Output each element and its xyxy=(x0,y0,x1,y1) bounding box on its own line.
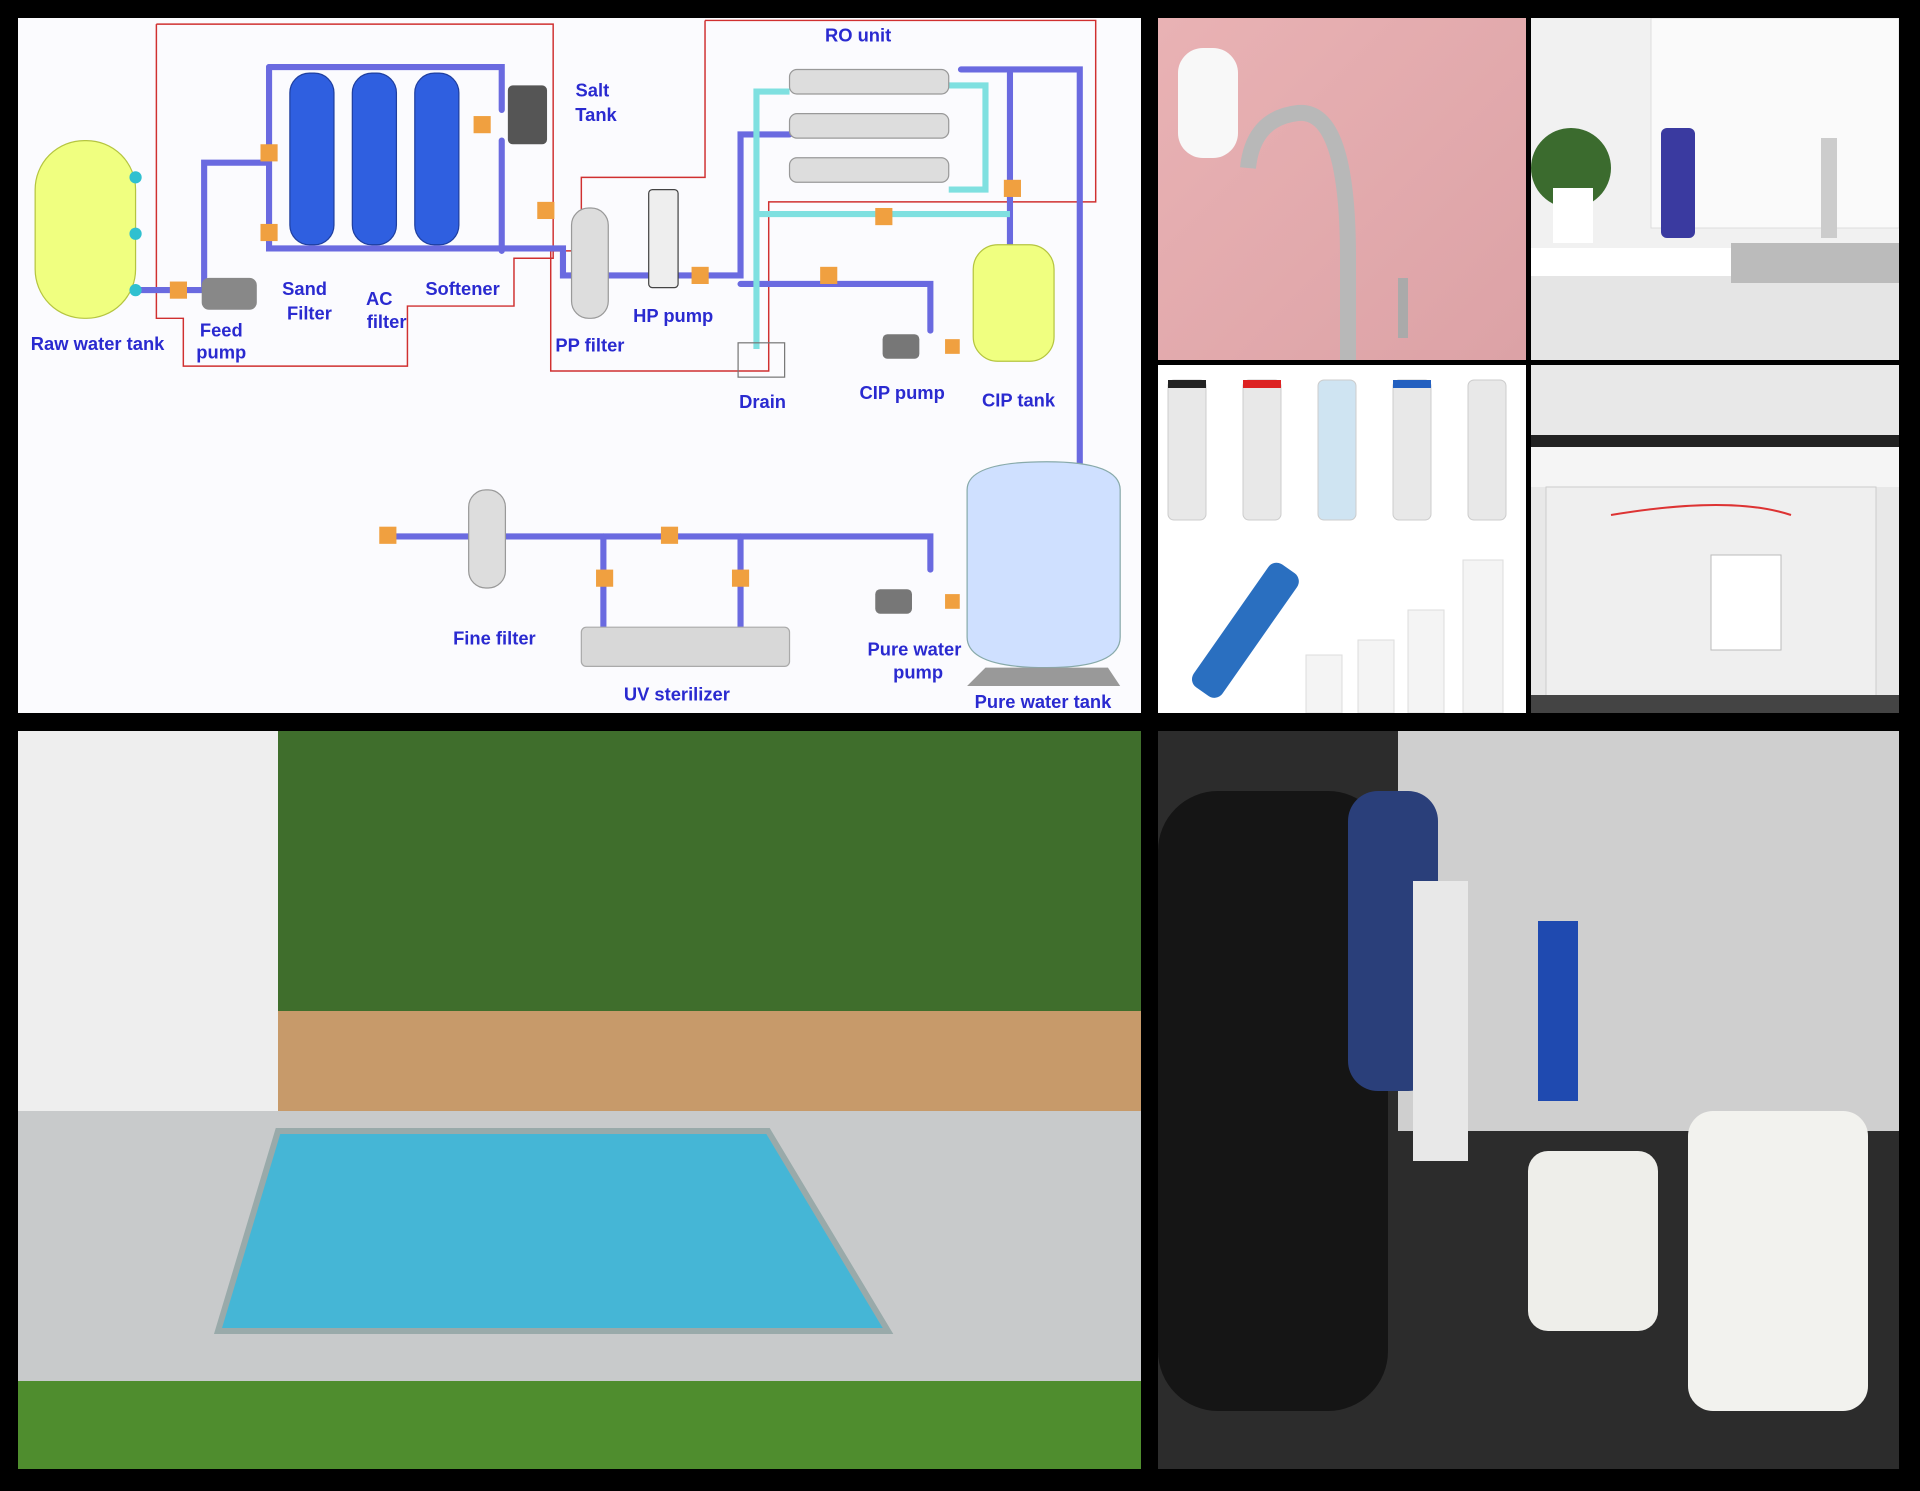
valves xyxy=(169,116,1021,609)
label-pure-water-pump: pump xyxy=(893,662,943,683)
label-raw-water-tank: Raw water tank xyxy=(31,333,165,354)
ro-membranes xyxy=(788,68,950,183)
label-pp-filter: PP filter xyxy=(555,334,624,355)
label-ro-unit: RO unit xyxy=(825,24,891,45)
filter-vessels xyxy=(289,72,460,246)
label-feed-pump: Feed xyxy=(200,320,243,341)
label-salt-tank: Salt xyxy=(576,79,610,100)
label-ac-filter: filter xyxy=(367,311,407,332)
label-sand-filter: Sand xyxy=(282,278,327,299)
hp-pump xyxy=(648,188,679,289)
label-cip-pump: CIP pump xyxy=(860,382,945,403)
water-treatment-process-diagram: Raw water tank Feed pump Sand Filter AC … xyxy=(18,18,1141,713)
photo-faucet-filter xyxy=(1158,18,1526,360)
cip-tank xyxy=(972,244,1055,362)
photo-filter-cartridges xyxy=(1158,365,1526,713)
label-uv-sterilizer: UV sterilizer xyxy=(624,684,730,705)
uv-sterilizer xyxy=(580,626,791,668)
fine-filter-vessel xyxy=(468,489,507,589)
salt-tank xyxy=(507,85,548,145)
label-sand-filter: Filter xyxy=(287,303,332,324)
raw-water-tank xyxy=(34,139,142,319)
photo-countertop-filter xyxy=(1531,18,1899,360)
label-hp-pump: HP pump xyxy=(633,305,713,326)
pure-water-pump xyxy=(875,589,912,614)
label-ac-filter: AC xyxy=(366,288,393,309)
label-fine-filter: Fine filter xyxy=(453,627,536,648)
pure-water-tank-stand xyxy=(967,667,1121,687)
pp-filter-vessel xyxy=(570,207,609,319)
feed-pump xyxy=(201,277,257,310)
label-feed-pump: pump xyxy=(196,342,246,363)
drain xyxy=(737,342,786,378)
label-cip-tank: CIP tank xyxy=(982,390,1056,411)
label-softener: Softener xyxy=(425,278,499,299)
photo-swimming-pool xyxy=(18,731,1141,1469)
photo-under-sink-filter xyxy=(1531,365,1899,713)
label-pure-water-tank: Pure water tank xyxy=(975,691,1112,712)
label-drain: Drain xyxy=(739,391,786,412)
cip-pump xyxy=(882,334,920,359)
pure-water-tank xyxy=(966,461,1121,669)
photo-water-treatment-plant-room xyxy=(1158,731,1899,1469)
label-salt-tank: Tank xyxy=(575,104,617,125)
pretreatment-boundary xyxy=(155,19,1097,372)
label-pure-water-pump: Pure water xyxy=(868,638,962,659)
